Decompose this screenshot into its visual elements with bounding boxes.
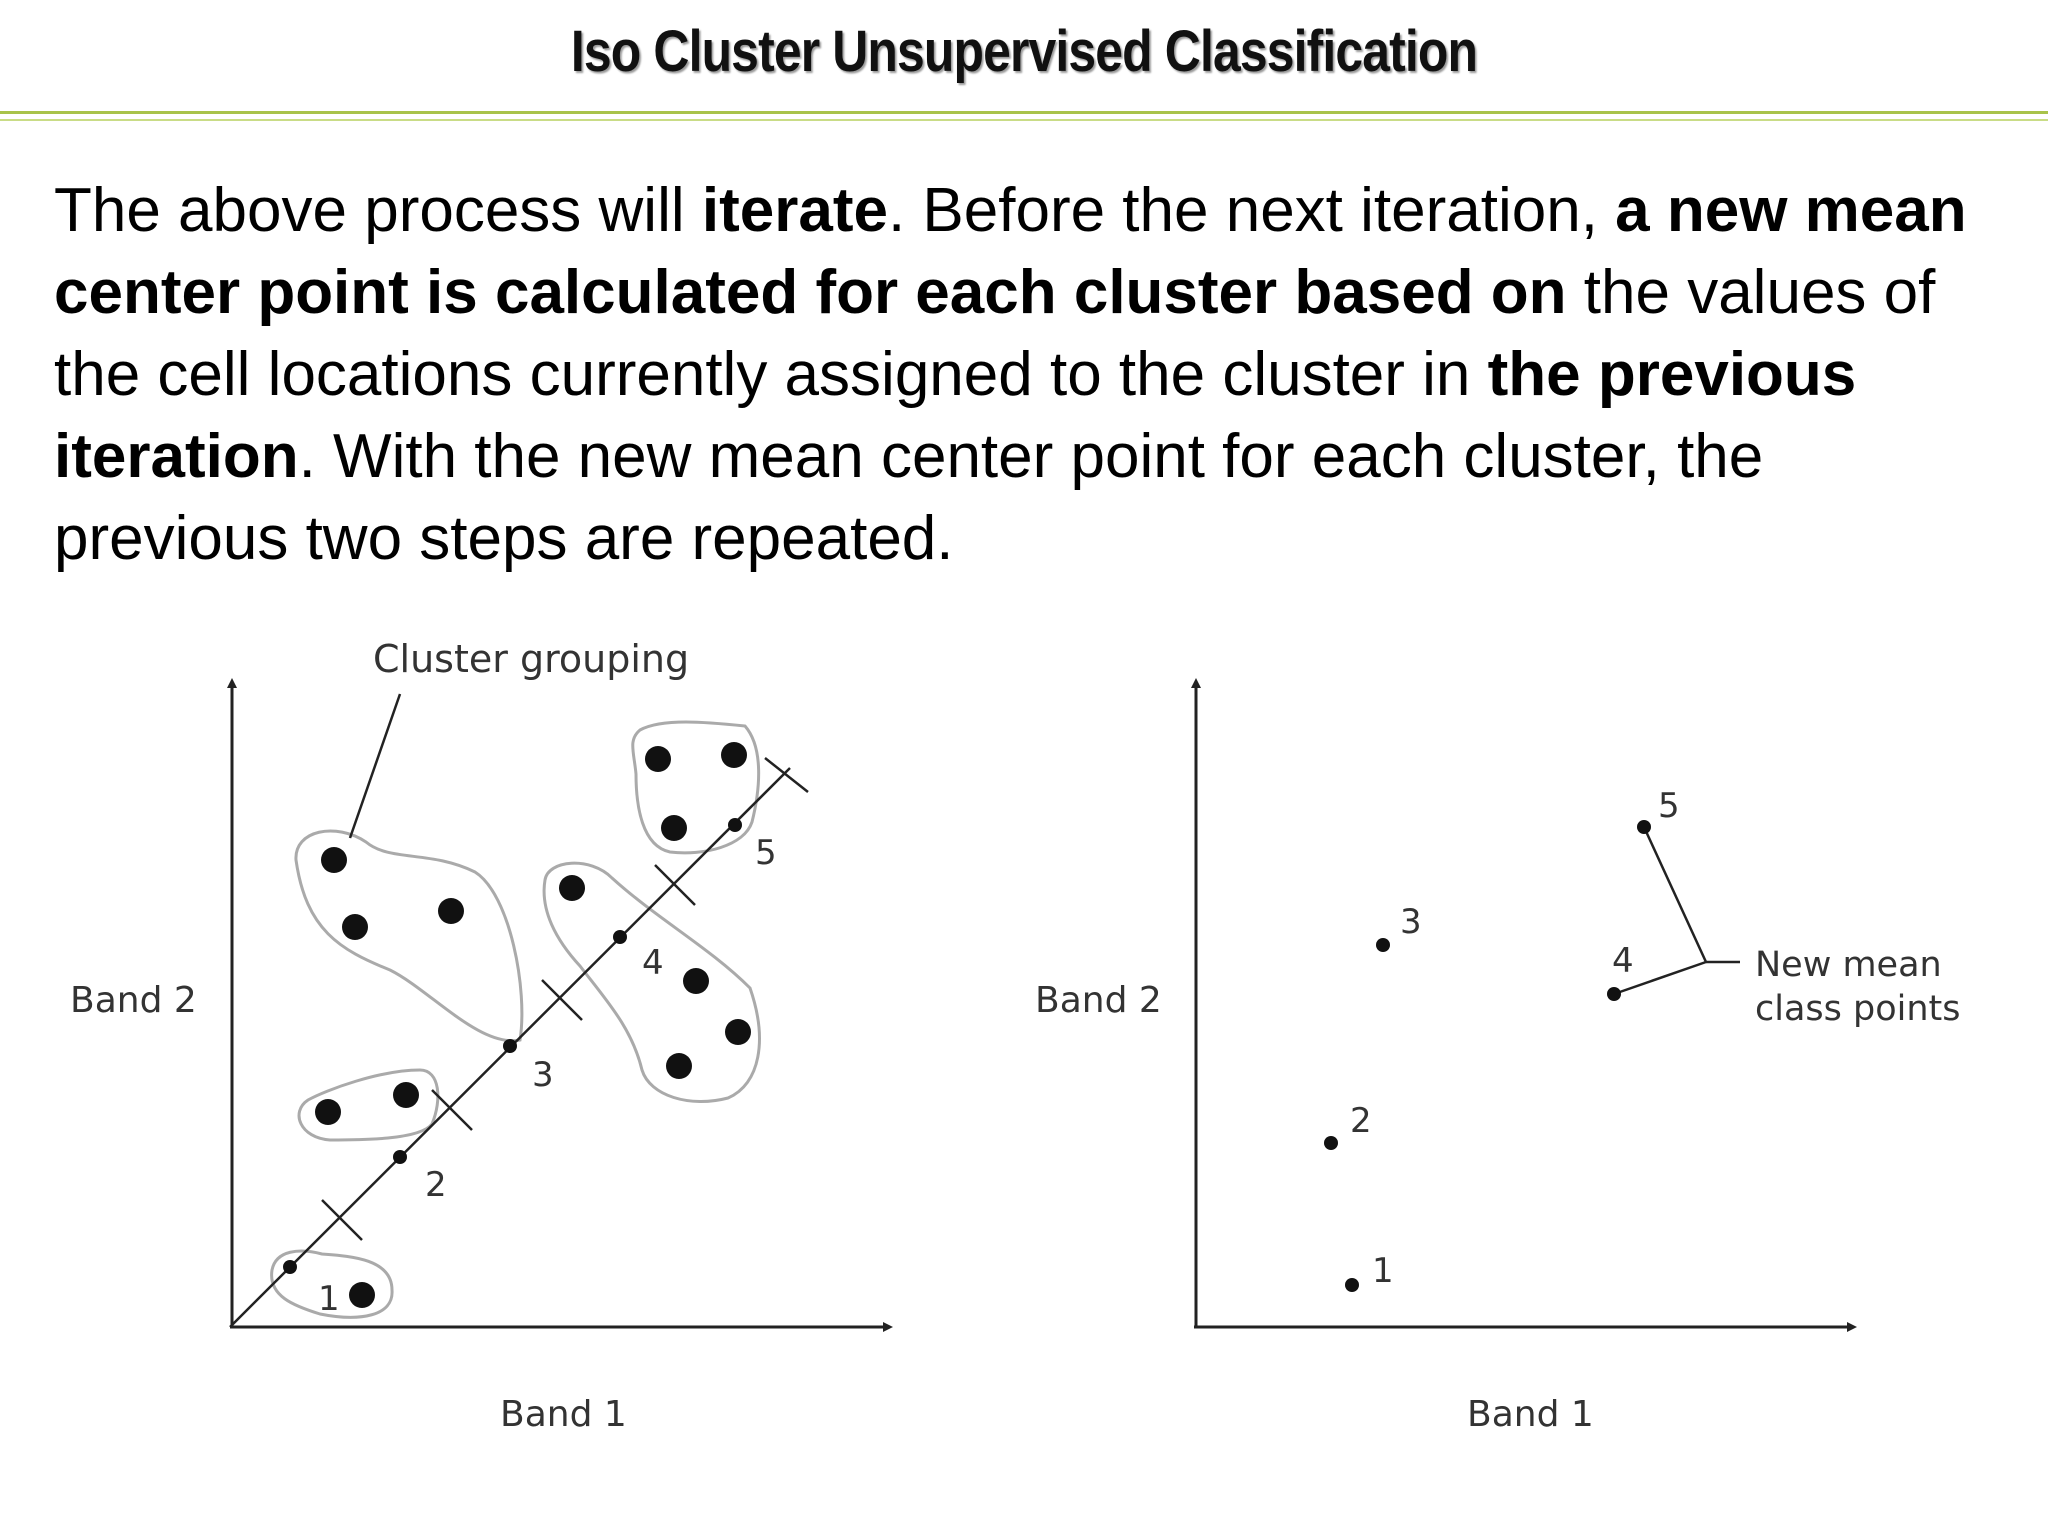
- right-x-axis-label: Band 1: [1467, 1394, 1594, 1435]
- cell-point: [683, 968, 709, 994]
- bold-run-iterate: iterate: [701, 176, 888, 245]
- left-diagram: Cluster grouping Band 2 Band 1 1 2 3 4 5: [70, 637, 893, 1435]
- point-label-5: 5: [1658, 786, 1680, 826]
- cell-point: [666, 1053, 692, 1079]
- cluster-grouping-leader: [348, 693, 402, 839]
- cell-point: [645, 746, 671, 772]
- new-mean-label-line2: class points: [1755, 989, 1961, 1029]
- mean-point-2: [393, 1150, 407, 1164]
- cluster-label-2: 2: [425, 1165, 447, 1205]
- new-mean-class-points: [1324, 820, 1651, 1292]
- point-label-1: 1: [1372, 1251, 1394, 1291]
- new-mean-point-4: [1607, 987, 1621, 1001]
- point-label-4: 4: [1612, 941, 1634, 981]
- cell-point: [393, 1082, 419, 1108]
- leader-to-point-4: [1613, 960, 1707, 996]
- cluster-label-5: 5: [755, 833, 777, 873]
- bold-run-new-mean: a new mean center point is calculated fo…: [54, 176, 1967, 327]
- cell-point: [661, 815, 687, 841]
- new-mean-label-line1: New mean: [1755, 945, 1942, 985]
- body-paragraph: The above process will iterate. Before t…: [54, 170, 2014, 580]
- new-mean-point-5: [1637, 820, 1651, 834]
- cluster-label-3: 3: [532, 1055, 554, 1095]
- text-run: . Before the next iteration,: [887, 176, 1616, 245]
- point-label-3: 3: [1400, 902, 1422, 942]
- new-mean-leader: [1613, 826, 1740, 996]
- mean-center-points: [283, 818, 742, 1274]
- cell-point: [342, 914, 368, 940]
- mean-point-5: [728, 818, 742, 832]
- cell-point: [315, 1099, 341, 1125]
- cell-point: [349, 1282, 375, 1308]
- text-run: The above process will: [54, 176, 702, 245]
- leader-to-point-5: [1642, 826, 1708, 963]
- cluster-boundary-ticks: [321, 757, 809, 1241]
- cluster-label-4: 4: [642, 943, 664, 983]
- right-diagram: Band 2 Band 1 1 2 3 4 5 New mean class p…: [1035, 678, 1961, 1435]
- cell-point: [321, 847, 347, 873]
- mean-point-1: [283, 1260, 297, 1274]
- right-y-axis-label: Band 2: [1035, 980, 1162, 1021]
- title-divider: [0, 111, 2048, 114]
- cell-points: [315, 742, 751, 1308]
- mean-point-3: [503, 1039, 517, 1053]
- new-mean-point-1: [1345, 1278, 1359, 1292]
- bold-run-previous-iteration: the previous iteration: [54, 340, 1857, 491]
- slide-title: Iso Cluster Unsupervised Classification: [570, 19, 1478, 84]
- boundary-tick: [764, 757, 809, 793]
- text-run: the values of the cell locations current…: [54, 258, 1936, 409]
- new-mean-point-2: [1324, 1136, 1338, 1150]
- cell-point: [559, 875, 585, 901]
- cell-point: [721, 742, 747, 768]
- cluster-outline-3: [294, 829, 524, 1043]
- mean-point-4: [613, 930, 627, 944]
- boundary-tick: [541, 979, 583, 1021]
- left-x-axis-label: Band 1: [500, 1394, 627, 1435]
- boundary-tick: [321, 1199, 363, 1241]
- point-label-2: 2: [1350, 1101, 1372, 1141]
- cluster-grouping-label: Cluster grouping: [373, 637, 689, 681]
- cluster-outline-4: [542, 861, 761, 1103]
- cell-point: [438, 898, 464, 924]
- cluster-label-1: 1: [318, 1279, 340, 1319]
- title-divider-thin: [0, 119, 2048, 121]
- boundary-tick: [431, 1089, 473, 1131]
- new-mean-point-3: [1376, 938, 1390, 952]
- cluster-outline-1: [270, 1249, 394, 1319]
- cell-point: [725, 1019, 751, 1045]
- boundary-tick: [654, 864, 696, 906]
- cluster-outline-5: [631, 720, 761, 855]
- left-y-axis-label: Band 2: [70, 980, 197, 1021]
- text-run: . With the new mean center point for eac…: [54, 422, 1764, 573]
